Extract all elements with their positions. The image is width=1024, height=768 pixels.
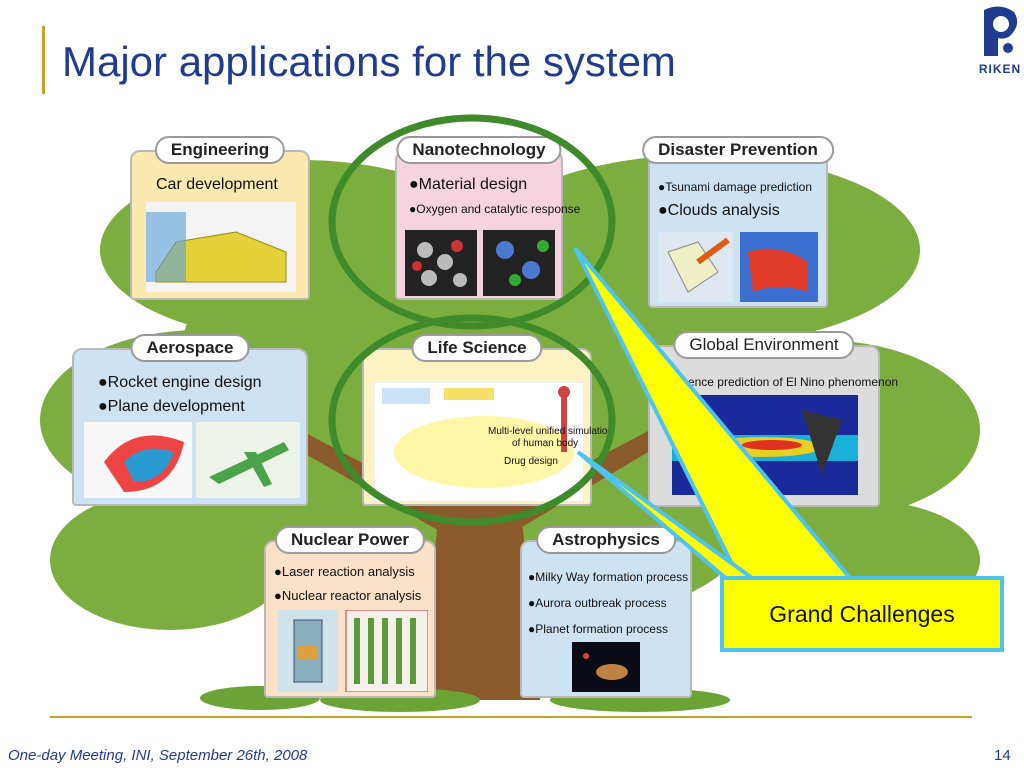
panel-item: Drug design xyxy=(504,456,558,467)
rocket-plane-images xyxy=(84,422,300,498)
panel-item: ●Planet formation process xyxy=(528,622,668,636)
space-image xyxy=(572,642,640,692)
panel-item: ●Influence prediction of El Nino phenome… xyxy=(658,375,899,389)
car-simulation-image xyxy=(146,202,296,292)
panel-item: ●Oxygen and catalytic response xyxy=(409,202,581,216)
panel-header: Engineering xyxy=(154,136,286,164)
panel-nanotechnology: Nanotechnology ●Material design ●Oxygen … xyxy=(395,136,580,300)
panel-header: Global Environment xyxy=(673,331,855,359)
panel-item: ●Laser reaction analysis xyxy=(274,564,415,579)
panel-disaster-prevention: Disaster Prevention ●Tsunami damage pred… xyxy=(642,136,834,308)
panel-item: ●Tsunami damage prediction xyxy=(658,180,812,194)
footer-divider xyxy=(50,716,972,718)
panel-item: of human body xyxy=(512,438,579,449)
panel-header: Nanotechnology xyxy=(396,136,562,164)
panel-aerospace: Aerospace ●Rocket engine design ●Plane d… xyxy=(72,334,308,506)
page-number: 14 xyxy=(994,747,1011,764)
panel-item: ●Clouds analysis xyxy=(658,202,780,219)
panel-item: ●Aurora outbreak process xyxy=(528,596,667,610)
riken-logo xyxy=(984,6,1018,57)
logo-text: RIKEN xyxy=(978,62,1022,76)
tsunami-cloud-images xyxy=(658,232,818,302)
panel-engineering: Engineering Car development xyxy=(130,136,310,300)
panel-item: ●Milky Way formation process xyxy=(528,570,689,584)
panel-header: Astrophysics xyxy=(536,526,676,554)
panel-item: ●Nuclear reactor analysis xyxy=(274,588,422,603)
panel-global-environment: Global Environment ●Influence prediction… xyxy=(648,331,898,507)
footer-text: One-day Meeting, INI, September 26th, 20… xyxy=(8,747,308,764)
panel-item: ●Plane development xyxy=(98,398,245,415)
panel-astrophysics: Astrophysics ●Milky Way formation proces… xyxy=(520,526,692,698)
panel-life-science: Life Science Multi-level unified simulat… xyxy=(362,334,613,506)
panel-item: Multi-level unified simulation xyxy=(488,426,614,437)
grand-challenges-callout: Grand Challenges xyxy=(720,576,1004,652)
el-nino-map xyxy=(672,395,858,495)
panel-header: Life Science xyxy=(411,334,543,362)
panel-item: ●Material design xyxy=(409,176,528,193)
panel-header: Aerospace xyxy=(130,334,250,362)
panel-header: Nuclear Power xyxy=(274,526,426,554)
molecule-images xyxy=(405,230,555,296)
panel-item: ●Rocket engine design xyxy=(98,374,262,391)
reactor-images xyxy=(278,610,428,692)
panel-nuclear-power: Nuclear Power ●Laser reaction analysis ●… xyxy=(264,526,436,698)
title-accent-bar xyxy=(42,26,45,94)
panel-header: Disaster Prevention xyxy=(642,136,834,164)
slide-title: Major applications for the system xyxy=(62,38,676,85)
panel-item: Car development xyxy=(156,176,278,193)
